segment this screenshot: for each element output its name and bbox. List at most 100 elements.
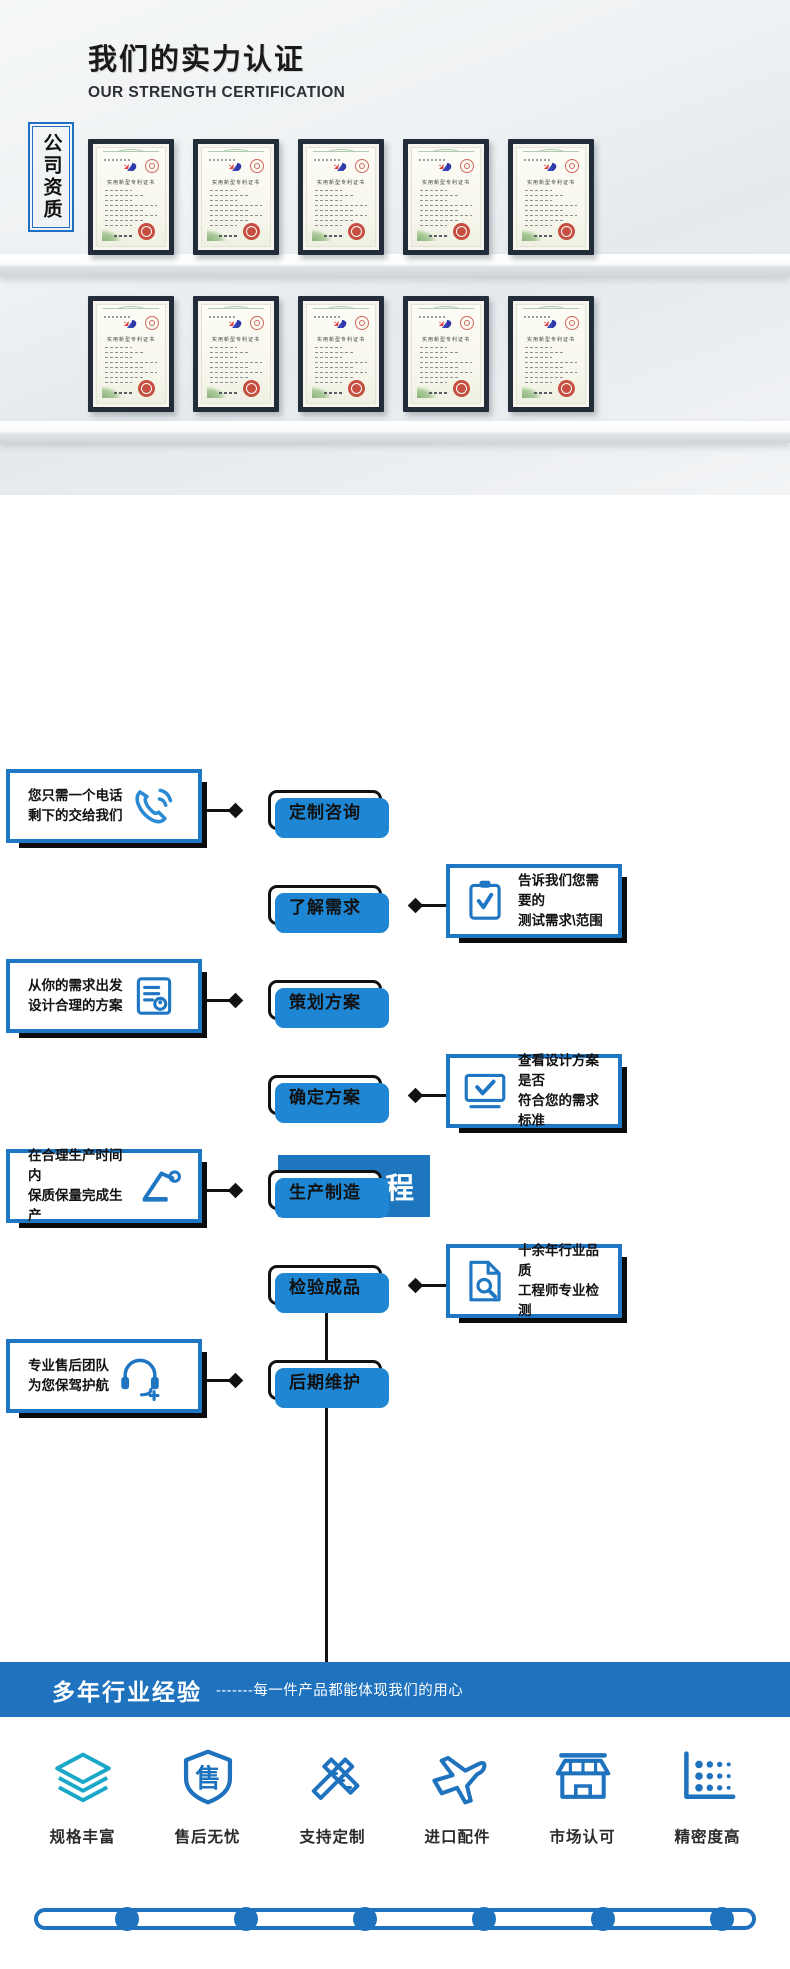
certificate-frame[interactable]: 实用新型专利证书 [298, 296, 384, 412]
flow-connector-line [206, 1379, 232, 1382]
flow-connector-line [206, 809, 232, 812]
certificate-frame[interactable]: 实用新型专利证书 [508, 296, 594, 412]
feature-item-2[interactable]: 售 售后无忧 [145, 1741, 270, 1847]
flow-step-label: 了解需求 [289, 897, 361, 917]
certificate-frame[interactable]: 实用新型专利证书 [88, 139, 174, 255]
clipboard-check-icon [469, 880, 501, 920]
headset-support-icon [121, 1358, 160, 1401]
flow-note-6: 十余年行业品质 工程师专业检测 [446, 1243, 627, 1323]
patent-logo-icon [124, 163, 137, 171]
flow-step-label: 生产制造 [289, 1182, 361, 1202]
flow-step-label: 定制咨询 [289, 802, 361, 822]
certificate-frame[interactable]: 实用新型专利证书 [193, 296, 279, 412]
certificate-doc-title: 实用新型专利证书 [106, 337, 155, 343]
feature-item-1[interactable]: 规格丰富 [20, 1741, 145, 1847]
banner-dashes: ------- [216, 1683, 254, 1699]
patent-logo-icon [334, 320, 347, 328]
certificate-row-1: 实用新型专利证书 实用新型专利证书 [88, 139, 594, 255]
certification-heading: 我们的实力认证 OUR STRENGTH CERTIFICATION [88, 42, 345, 102]
flow-note-text: 从你的需求出发 设计合理的方案 [28, 977, 123, 1013]
certificate-doc-title: 实用新型专利证书 [211, 337, 260, 343]
certificate-doc-title: 实用新型专利证书 [526, 180, 575, 186]
patent-logo-icon [229, 320, 242, 328]
flow-step-label: 确定方案 [289, 1087, 361, 1107]
certificate-frame[interactable]: 实用新型专利证书 [508, 139, 594, 255]
precision-chart-icon [683, 1751, 735, 1800]
document-person-icon [129, 971, 179, 1021]
flow-step-label: 后期维护 [289, 1372, 361, 1392]
flow-connector-diamond [407, 1277, 424, 1294]
airplane-icon [431, 1755, 486, 1805]
flow-step-label: 检验成品 [289, 1277, 361, 1297]
flow-connector-diamond [227, 1182, 244, 1199]
flow-note-7: 专业售后团队 为您保驾护航 [6, 1339, 207, 1418]
flow-connector-line [206, 1189, 232, 1192]
flow-note-text: 专业售后团队 为您保驾护航 [28, 1357, 109, 1393]
flow-step-6[interactable]: 检验成品 [268, 1265, 389, 1313]
document-search-icon [469, 1260, 501, 1302]
precision-chart-icon [645, 1741, 770, 1813]
flow-connector-line [420, 1094, 446, 1097]
feature-item-4[interactable]: 进口配件 [395, 1741, 520, 1847]
certificate-frame[interactable]: 实用新型专利证书 [403, 296, 489, 412]
document-search-icon [460, 1256, 510, 1306]
flow-connector-line [206, 999, 232, 1002]
certificate-frame[interactable]: 实用新型专利证书 [88, 296, 174, 412]
shield-after-sales-icon: 售 [183, 1749, 232, 1805]
certificate-doc-title: 实用新型专利证书 [316, 180, 365, 186]
flow-step-1[interactable]: 定制咨询 [268, 790, 389, 838]
storefront-icon [555, 1753, 610, 1799]
flow-connector-line [420, 1284, 446, 1287]
flow-step-3[interactable]: 策划方案 [268, 980, 389, 1028]
feature-progress-dot-4 [472, 1907, 496, 1931]
machine-arm-icon [138, 1161, 188, 1211]
flow-connector-diamond [227, 992, 244, 1009]
flow-connector-diamond [407, 1087, 424, 1104]
flow-spine [325, 1295, 328, 1760]
feature-label: 支持定制 [299, 1829, 366, 1846]
flow-connector-diamond [407, 897, 424, 914]
pencil-ruler-icon [270, 1741, 395, 1813]
page-title: 我们的实力认证 [88, 44, 306, 76]
certificate-frame[interactable]: 实用新型专利证书 [298, 139, 384, 255]
feature-label: 售后无忧 [174, 1829, 241, 1846]
certificate-doc-title: 实用新型专利证书 [421, 180, 470, 186]
certificate-doc-title: 实用新型专利证书 [316, 337, 365, 343]
feature-progress-dot-2 [234, 1907, 258, 1931]
feature-label: 精密度高 [674, 1829, 741, 1846]
flow-note-2: 告诉我们您需要的 测试需求\范围 [446, 864, 627, 943]
clipboard-check-icon [460, 876, 510, 926]
flow-note-4: 查看设计方案是否 符合您的需求标准 [446, 1053, 627, 1133]
flow-step-label: 策划方案 [289, 992, 361, 1012]
feature-item-6[interactable]: 精密度高 [645, 1741, 770, 1847]
certificate-doc-title: 实用新型专利证书 [421, 337, 470, 343]
flow-note-card: 告诉我们您需要的 测试需求\范围 [446, 864, 627, 943]
feature-item-3[interactable]: 支持定制 [270, 1741, 395, 1847]
airplane-icon [395, 1741, 520, 1813]
certificate-frame[interactable]: 实用新型专利证书 [403, 139, 489, 255]
feature-label: 规格丰富 [49, 1829, 116, 1846]
feature-list: 规格丰富 售 售后无忧 支持定制 进口配件 市场认可 精密度高 [20, 1741, 770, 1847]
flow-step-2[interactable]: 了解需求 [268, 885, 389, 933]
feature-item-5[interactable]: 市场认可 [520, 1741, 645, 1847]
layers-icon [54, 1752, 111, 1803]
phone-ring-icon [129, 781, 179, 831]
patent-logo-icon [229, 163, 242, 171]
feature-label: 市场认可 [549, 1829, 616, 1846]
features-section: 规格丰富 售 售后无忧 支持定制 进口配件 市场认可 精密度高 [0, 1717, 790, 1969]
flow-step-4[interactable]: 确定方案 [268, 1075, 389, 1123]
banner-sub-label: 每一件产品都能体现我们的用心 [253, 1683, 464, 1699]
certificate-frame[interactable]: 实用新型专利证书 [193, 139, 279, 255]
patent-logo-icon [544, 163, 557, 171]
flow-step-5[interactable]: 生产制造 [268, 1170, 389, 1218]
experience-banner: 多年行业经验 -------每一件产品都能体现我们的用心 [0, 1662, 790, 1717]
flow-note-card: 专业售后团队 为您保驾护航 [6, 1339, 207, 1418]
flow-note-card: 您只需一个电话 剩下的交给我们 [6, 769, 207, 848]
flow-step-7[interactable]: 后期维护 [268, 1360, 389, 1408]
flow-note-text: 查看设计方案是否 符合您的需求标准 [518, 1052, 599, 1129]
flow-note-text: 您只需一个电话 剩下的交给我们 [28, 787, 123, 823]
company-qualification-badge: 公司资质 [28, 122, 74, 232]
feature-progress-dot-6 [710, 1907, 734, 1931]
flow-note-text: 告诉我们您需要的 测试需求\范围 [518, 872, 603, 929]
patent-logo-icon [334, 163, 347, 171]
